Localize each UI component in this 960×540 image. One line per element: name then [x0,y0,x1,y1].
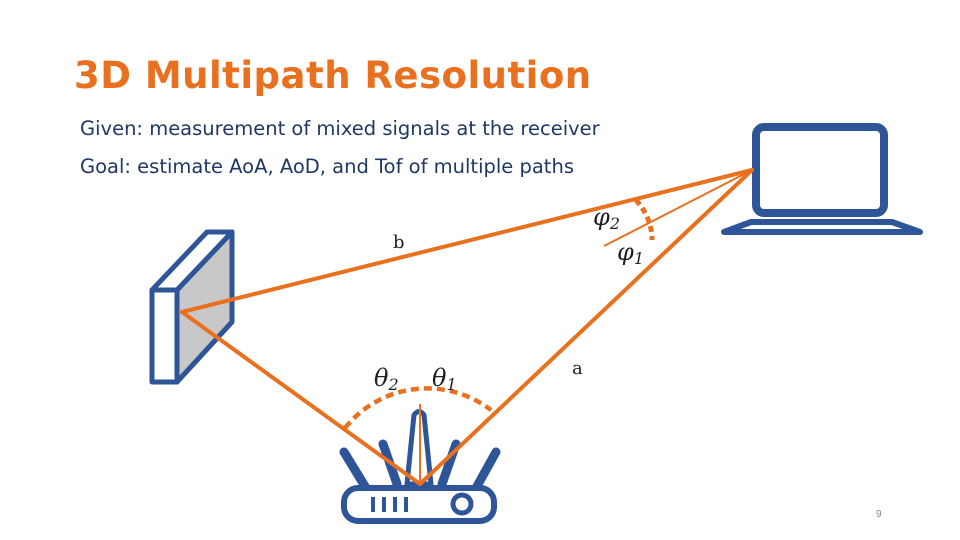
path-label-a: a [572,358,583,379]
aoa-label-phi2: φ2 [593,203,620,233]
angle-arcs [343,198,655,430]
path-a-direct [418,168,754,486]
path-label-b: b [393,232,405,253]
path-b-reflected [180,168,754,486]
aod-label-theta1: θ1 [432,364,457,394]
reflector-wall-icon [149,229,235,385]
aod-arc [343,386,493,430]
aoa-label-phi1: φ1 [617,238,644,268]
bullet-given: Given: measurement of mixed signals at t… [80,117,600,140]
signal-paths [180,168,754,486]
receiver-reference-line [603,169,753,247]
aoa-arc [634,198,655,241]
bullet-goal: Goal: estimate AoA, AoD, and Tof of mult… [80,155,574,178]
slide-number: 9 [876,509,882,520]
slide-title: 3D Multipath Resolution [74,54,592,97]
aod-label-theta2: θ2 [374,364,399,394]
laptop-icon [721,123,923,235]
